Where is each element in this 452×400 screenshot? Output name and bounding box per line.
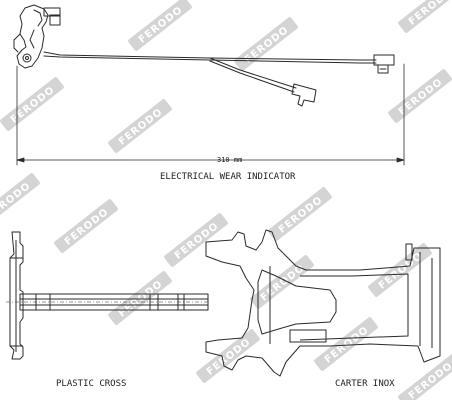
watermark-stamp: FERODO bbox=[368, 243, 432, 297]
wear-indicator-drawing bbox=[13, 4, 405, 166]
watermark-stamp: FERODO bbox=[0, 173, 40, 227]
label-carter-inox: CARTER INOX bbox=[335, 379, 395, 389]
watermark-text: FERODO bbox=[407, 361, 452, 400]
watermark-stamp: FERODO bbox=[196, 329, 260, 383]
watermark-stamp: FERODO bbox=[388, 69, 452, 123]
watermark-badge bbox=[398, 0, 452, 33]
watermark-stamp: FERODO bbox=[108, 99, 172, 153]
watermark-text: FERODO bbox=[117, 107, 165, 148]
watermark-stamp: FERODO bbox=[128, 0, 192, 51]
watermark-text: FERODO bbox=[243, 25, 291, 66]
watermark-text: FERODO bbox=[205, 337, 253, 378]
watermark-stamp: FERODO bbox=[398, 0, 452, 33]
watermark-badge bbox=[128, 0, 192, 51]
watermark-stamp: FERODO bbox=[268, 187, 332, 241]
connector-branch bbox=[291, 83, 317, 107]
watermark-stamp: FERODO bbox=[250, 255, 314, 309]
watermark-badge bbox=[368, 243, 432, 297]
watermark-text: FERODO bbox=[277, 195, 325, 236]
dimension-label: 310 mm bbox=[217, 156, 242, 164]
sensor-clip bbox=[13, 4, 61, 69]
watermark-badge bbox=[398, 353, 452, 400]
watermark-stamp: FERODO bbox=[398, 353, 452, 400]
watermark-badge bbox=[164, 213, 228, 267]
watermark-stamp: FERODO bbox=[108, 271, 172, 325]
dimension-line bbox=[16, 63, 405, 166]
watermark-stamp: FERODO bbox=[0, 77, 64, 131]
watermark-badge bbox=[196, 329, 260, 383]
watermark-badge bbox=[234, 17, 298, 71]
watermark-text: FERODO bbox=[63, 207, 111, 248]
carter-inox-drawing bbox=[205, 229, 441, 377]
watermark-text: FERODO bbox=[377, 251, 425, 292]
watermark-badge bbox=[54, 199, 118, 253]
main-cable-b bbox=[43, 55, 377, 64]
watermark-text: FERODO bbox=[137, 5, 185, 46]
watermark-badge bbox=[0, 173, 40, 227]
watermark-badge bbox=[314, 317, 378, 371]
watermark-text: FERODO bbox=[9, 85, 57, 126]
watermark-text: FERODO bbox=[259, 263, 307, 304]
label-plastic-cross: PLASTIC CROSS bbox=[56, 379, 126, 389]
watermark-badge bbox=[268, 187, 332, 241]
watermark-badge bbox=[108, 271, 172, 325]
watermark-badge bbox=[250, 255, 314, 309]
watermark-stamp: FERODO bbox=[164, 213, 228, 267]
watermark-badge bbox=[0, 77, 64, 131]
watermark-text: FERODO bbox=[407, 0, 452, 28]
plastic-cross-drawing bbox=[6, 231, 210, 360]
branch-cable bbox=[209, 57, 297, 89]
branch-cable-b bbox=[209, 60, 295, 93]
drawing-title: ELECTRICAL WEAR INDICATOR bbox=[160, 172, 296, 182]
watermark-badge bbox=[108, 99, 172, 153]
watermark-stamp: FERODO bbox=[54, 199, 118, 253]
watermark-stamp: FERODO bbox=[234, 17, 298, 71]
connector-main bbox=[373, 54, 395, 74]
main-cable bbox=[43, 51, 377, 61]
